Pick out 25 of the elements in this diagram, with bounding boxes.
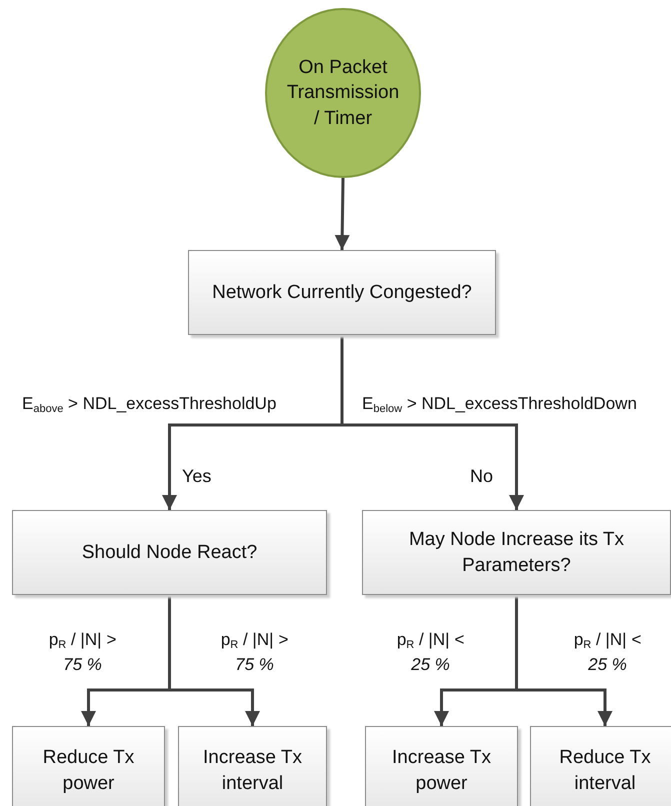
- condition-label: p$_{R}$ / |N| < 25 %: [396, 629, 466, 676]
- process-box: [178, 726, 327, 806]
- condition-label: p$_{R}$ / |N| < 25 %: [572, 629, 642, 676]
- node-text: Network Currently Congested?: [212, 280, 472, 305]
- process-box: [362, 510, 671, 595]
- node-text: Increase Tx interval: [202, 746, 303, 796]
- process-box: [12, 726, 165, 806]
- arrow: [515, 595, 612, 726]
- node-text: Reduce Tx power: [42, 746, 136, 796]
- arrow: [334, 178, 350, 250]
- condition-label: p$_{R}$ / |N| > 75 %: [48, 629, 118, 676]
- node-text: Increase Tx power: [391, 746, 492, 796]
- process-box: [365, 726, 518, 806]
- node-text: Should Node React?: [82, 540, 258, 565]
- node-text: May Node Increase its Tx Parameters?: [408, 528, 626, 578]
- condition-label: E$_{below}$ > NDL_excessThresholdDown: [362, 393, 637, 417]
- process-box: [188, 250, 496, 335]
- process-box: [12, 510, 327, 595]
- node-text: On Packet Transmission / Timer: [286, 56, 400, 131]
- arrow: [340, 335, 524, 510]
- condition-label: E$_{above}$ > NDL_excessThresholdUp: [22, 393, 276, 417]
- condition-label: p$_{R}$ / |N| > 75 %: [220, 629, 290, 676]
- process-box: [530, 726, 671, 806]
- arrow: [168, 595, 260, 726]
- node-text: Reduce Tx interval: [558, 746, 652, 796]
